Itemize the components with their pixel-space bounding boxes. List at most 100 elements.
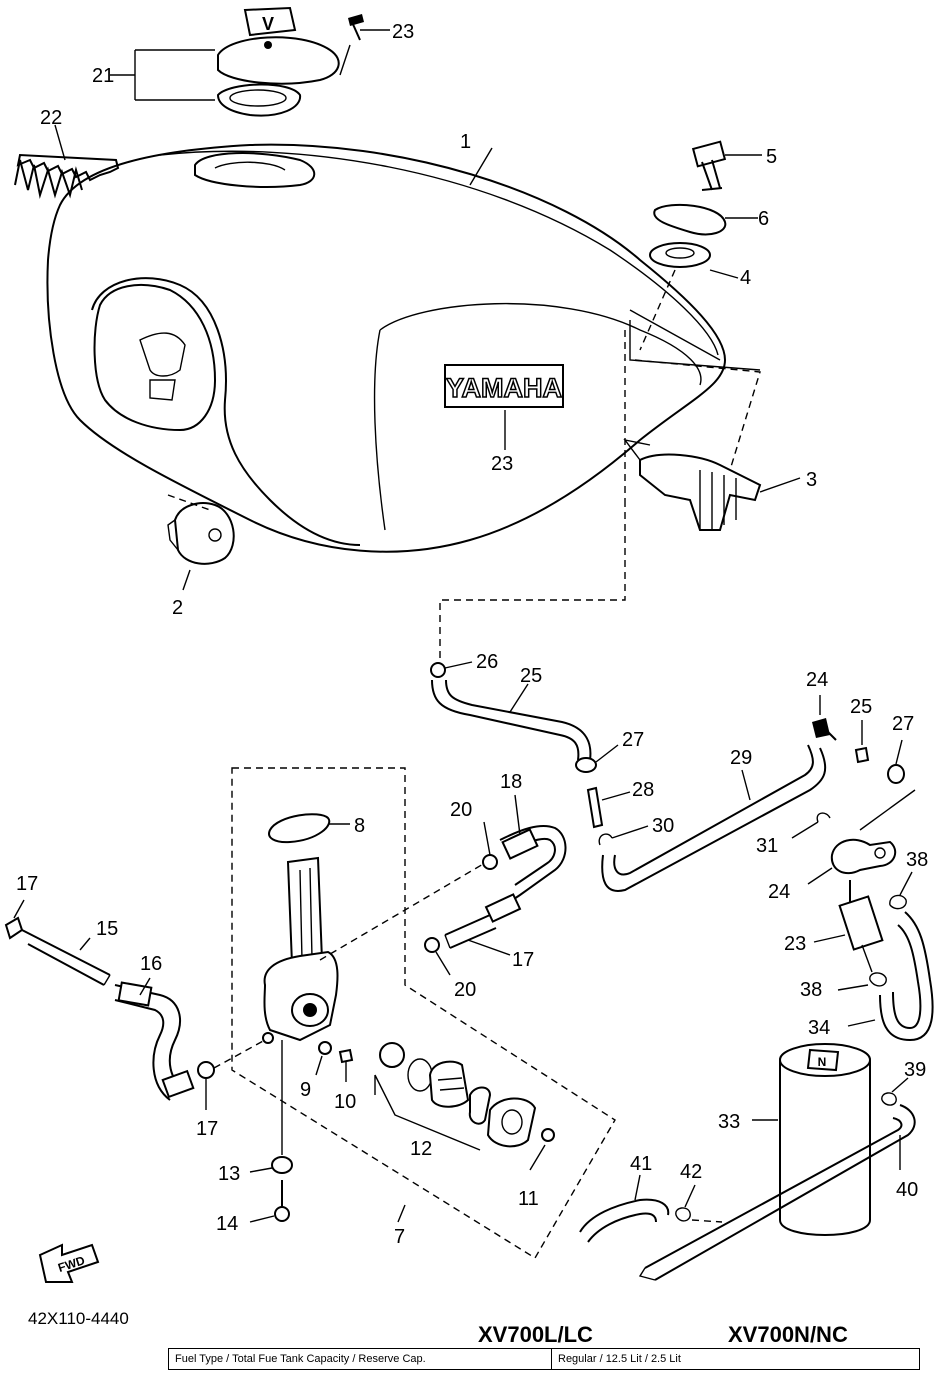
part-33-fitting <box>586 786 604 829</box>
callout-38b: 38 <box>800 979 822 1001</box>
part-37-hose-edge <box>892 924 922 1030</box>
fuel-cock-body <box>262 856 339 1044</box>
part-6-plate <box>653 203 727 236</box>
callout-29: 27 <box>892 713 914 735</box>
callout-17a: 17 <box>16 873 38 895</box>
callout-36: 33 <box>718 1111 740 1133</box>
callout-11: 11 <box>518 1188 539 1210</box>
leader-31 <box>444 661 473 669</box>
spec-value: Regular / 12.5 Lit / 2.5 Lit <box>551 1348 920 1370</box>
spec-row: Fuel Type / Total Fue Tank Capacity / Re… <box>168 1348 920 1370</box>
callout-42: 42 <box>680 1161 702 1183</box>
part-5-bolt <box>691 140 727 191</box>
part-16-hose <box>114 981 195 1101</box>
leader-38a <box>899 871 913 896</box>
leader-2-dash <box>167 494 211 511</box>
leader-21 <box>110 49 215 101</box>
part-28-nut <box>854 746 870 764</box>
part-29-washer <box>887 764 905 784</box>
callout-13: 13 <box>218 1163 240 1185</box>
leader-8-dash <box>319 859 491 961</box>
part-41-hose <box>579 1198 670 1233</box>
callout-24: 22 <box>40 107 62 129</box>
callout-35a: 30 <box>652 815 674 837</box>
callout-27: 24 <box>806 669 828 691</box>
part-38-clip-b <box>869 972 887 987</box>
leader-11 <box>529 1144 546 1171</box>
part-36-canister: N <box>779 1043 871 1236</box>
callout-26: 24 <box>768 881 790 903</box>
leader-20a <box>483 821 491 856</box>
part-30-hose <box>431 679 580 761</box>
model-label-l: XV700L/LC <box>478 1322 593 1347</box>
svg-text:V: V <box>262 14 274 34</box>
leader-37 <box>847 1019 876 1027</box>
leader-14 <box>249 1215 275 1223</box>
part-32-clip <box>575 757 597 773</box>
leader-17b-dash <box>213 1039 266 1069</box>
leader-12 <box>374 1074 481 1151</box>
model-label-n: XV700N/NC <box>728 1322 848 1347</box>
callout-34: 29 <box>730 747 752 769</box>
leader-35b <box>791 821 819 839</box>
callout-19: 18 <box>500 771 522 793</box>
callout-33: 28 <box>632 779 654 801</box>
part-35-clip-a <box>598 833 613 846</box>
part-4-grommet <box>649 242 711 268</box>
callout-39: 40 <box>896 1179 918 1201</box>
fwd-arrow: FWD <box>38 1243 100 1283</box>
part-9-washer <box>318 1041 332 1055</box>
fuel-cock-group-box <box>231 767 616 1259</box>
callout-25: 23 <box>784 933 806 955</box>
leader-26 <box>807 867 833 885</box>
leader-4-dash <box>639 269 676 351</box>
leader-18 <box>467 939 511 956</box>
part-21-fuel-cap: V <box>216 6 340 117</box>
callout-3: 3 <box>806 469 817 491</box>
callout-30: 25 <box>520 665 542 687</box>
callout-31: 26 <box>476 651 498 673</box>
leader-3 <box>759 477 801 493</box>
callout-8: 8 <box>354 815 365 837</box>
leader-42-dash <box>691 1219 723 1223</box>
callout-18: 17 <box>512 949 534 971</box>
part-3-bracket <box>623 438 762 531</box>
part-20-clip-b <box>424 937 440 953</box>
part-19-hose <box>484 824 567 923</box>
part-30-hose-edge <box>445 679 592 761</box>
leader-19 <box>514 794 521 836</box>
leader-17a <box>13 899 25 919</box>
part-17-clip-b <box>197 1061 215 1079</box>
part-38-clip-a <box>889 894 907 910</box>
leader-4 <box>709 269 739 279</box>
fuel-tank: YAMAHA <box>46 143 761 553</box>
part-34-hose-edge <box>613 744 814 876</box>
callout-2: 2 <box>172 597 183 619</box>
leader-9 <box>315 1055 323 1076</box>
callout-23: 23 <box>491 453 513 475</box>
part-24-strip <box>14 153 120 199</box>
part-22-screw <box>339 14 364 76</box>
callout-15: 15 <box>96 918 118 940</box>
leader-38b <box>837 984 869 991</box>
part-26-bracket <box>830 838 897 875</box>
leader-15 <box>79 937 91 951</box>
part-13-washer <box>271 1156 293 1174</box>
callout-5: 5 <box>766 146 777 168</box>
leader-2 <box>182 569 191 591</box>
callout-32: 27 <box>622 729 644 751</box>
part-15-hose <box>21 929 111 986</box>
part-39-hose-edge <box>644 1117 903 1269</box>
leader-20b <box>435 951 451 976</box>
part-35-clip-b <box>816 812 831 823</box>
part-11-screw <box>541 1128 555 1142</box>
callout-41: 41 <box>630 1153 652 1175</box>
callout-16: 16 <box>140 953 162 975</box>
callout-21: 21 <box>92 65 114 87</box>
part-25-filter <box>838 880 884 973</box>
callout-7: 7 <box>394 1226 405 1248</box>
part-10-screw <box>338 1048 354 1064</box>
part-39-hose <box>654 1104 916 1281</box>
callout-20a: 20 <box>450 799 472 821</box>
part-14-bolt <box>274 1206 290 1222</box>
